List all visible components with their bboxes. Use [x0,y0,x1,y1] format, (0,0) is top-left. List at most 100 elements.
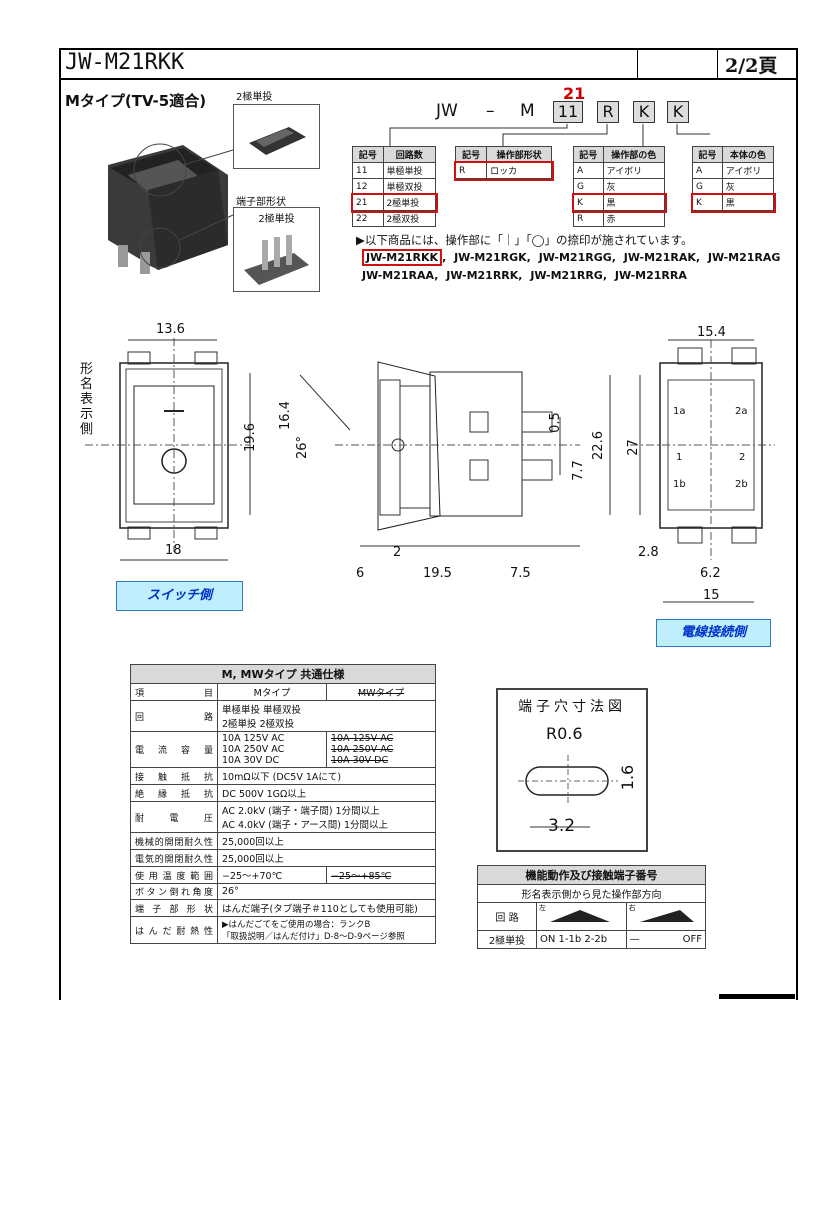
spec-key: 項目 [130,683,218,701]
cell: R [454,162,488,179]
off-dash: — [629,934,640,945]
header-divider [637,48,638,78]
row-label: 2極単投 [477,930,537,949]
cell: ロッカ [486,162,552,179]
cell: 21 [352,194,384,211]
hole-height: 1.6 [618,764,638,791]
cell: 2極双投 [382,210,437,227]
model: JW-M21RRK [446,269,519,282]
model-list: JW-M21RKK, JW-M21RGK, JW-M21RGG, JW-M21R… [362,249,781,282]
spec-value: ▶はんだごてをご使用の場合：ランクB 「取扱説明／はんだ付け」D-8〜D-9ペー… [217,916,436,944]
terminal-2: 2 [739,452,746,463]
dim-2: 2 [393,545,402,560]
hole-shape [518,755,618,828]
spec-key: 電流容量 [130,731,218,768]
cell: 単極双投 [382,178,437,195]
terminal-hole-box: 端子穴寸法図 R0.6 1.6 3.2 [496,688,648,852]
cell: K [692,194,723,211]
model: JW-M21RRA [614,269,687,282]
spec-key: 端子部形状 [130,899,218,917]
spec-value: はんだ端子(タブ端子＃110としても使用可能) [217,899,436,917]
spec-key: はんだ耐熱性 [130,916,218,944]
code-opcolor: K [633,101,655,123]
code-operation: R [597,101,619,123]
spec-key: 接触抵抗 [130,767,218,785]
page-frame [59,48,798,1000]
th: 操作部の色 [602,146,666,163]
right-label: 右 [628,904,636,912]
page-number: 2/2頁 [725,55,778,77]
spec-value: AC 2.0kV (端子・端子間) 1分間以上 AC 4.0kV (端子・アース… [217,801,436,833]
highlight-code: 21 [563,84,586,103]
dim-6-2: 6.2 [700,566,721,581]
dim-15-4: 15.4 [697,325,726,340]
cell: 黒 [721,194,775,211]
dim-26deg: 26° [295,435,311,460]
dim-19-6: 19.6 [242,423,258,452]
dim-2-8: 2.8 [638,545,659,560]
code-m: M [520,101,535,121]
code-jw: JW [436,101,458,121]
dim-22-6: 22.6 [590,431,606,460]
code-circuit: 11 [553,101,583,123]
document-title: JW-M21RKK [65,50,185,75]
function-subtitle: 形名表示側から見た操作部方向 [477,884,706,903]
th: 記号 [352,146,384,163]
dim-0-5: 0.5 [547,412,563,433]
th: 本体の色 [721,146,775,163]
circuit-label: 回 路 [477,902,537,931]
header: JW-M21RKK 2/2頁 [59,48,796,80]
spec-mw: MWタイプ [325,683,437,701]
dim-6: 6 [356,566,365,581]
cell: 2極単投 [382,194,437,211]
left-label: 左 [539,904,546,912]
function-title: 機能動作及び接触端子番号 [477,865,706,885]
code-bodycolor: K [667,101,689,123]
cell: 22 [352,210,384,227]
th: 記号 [454,146,488,163]
spec-key: 耐電圧 [130,801,218,833]
cell: アイボリ [602,162,666,179]
cell: R [573,210,604,227]
th: 記号 [692,146,723,163]
wire-side-label: 電線接続側 [656,619,771,647]
off-text: OFF [682,934,702,945]
terminal-closeup: 2極単投 [233,207,320,292]
function-table: 機能動作及び接触端子番号 形名表示側から見た操作部方向 回 路 左 右 2極単投… [477,865,707,949]
spec-value: 25,000回以上 [217,849,436,867]
spec-mw: 10A 125V AC 10A 250V AC 10A 30V DC [325,731,437,768]
mtype-title: Mタイプ(TV-5適合) [65,92,207,110]
cell: A [573,162,604,179]
rocker-right-icon [639,910,694,922]
spec-value: 25,000回以上 [217,832,436,850]
spec-key: ボタン倒れ角度 [130,883,218,900]
model: JW-M21RGG [538,251,612,264]
off-state: — OFF [625,930,707,949]
terminal-1b: 1b [673,479,686,490]
th: 回路数 [382,146,437,163]
dim-16-4: 16.4 [277,401,293,430]
dim-7-5: 7.5 [510,566,531,581]
cell: 単極単投 [382,162,437,179]
th: 操作部形状 [486,146,552,163]
cell: アイボリ [721,162,775,179]
model: JW-M21RGK [454,251,527,264]
spec-key: 機械的開閉耐久性 [130,832,218,850]
cell: 灰 [602,178,666,195]
bottom-bar [719,994,795,999]
terminal-1: 1 [676,452,683,463]
switch-photo [108,143,234,274]
dim-13-6: 13.6 [156,322,185,337]
terminal-2a: 2a [735,406,748,417]
model-highlighted: JW-M21RKK [362,249,443,266]
spec-mw: −25〜+85℃ [325,866,437,884]
cell: 灰 [721,178,775,195]
spec-key: 使用温度範囲 [130,866,218,884]
model: JW-M21RAG [707,251,781,264]
hole-radius: R0.6 [546,724,583,743]
dim-15: 15 [703,588,720,603]
